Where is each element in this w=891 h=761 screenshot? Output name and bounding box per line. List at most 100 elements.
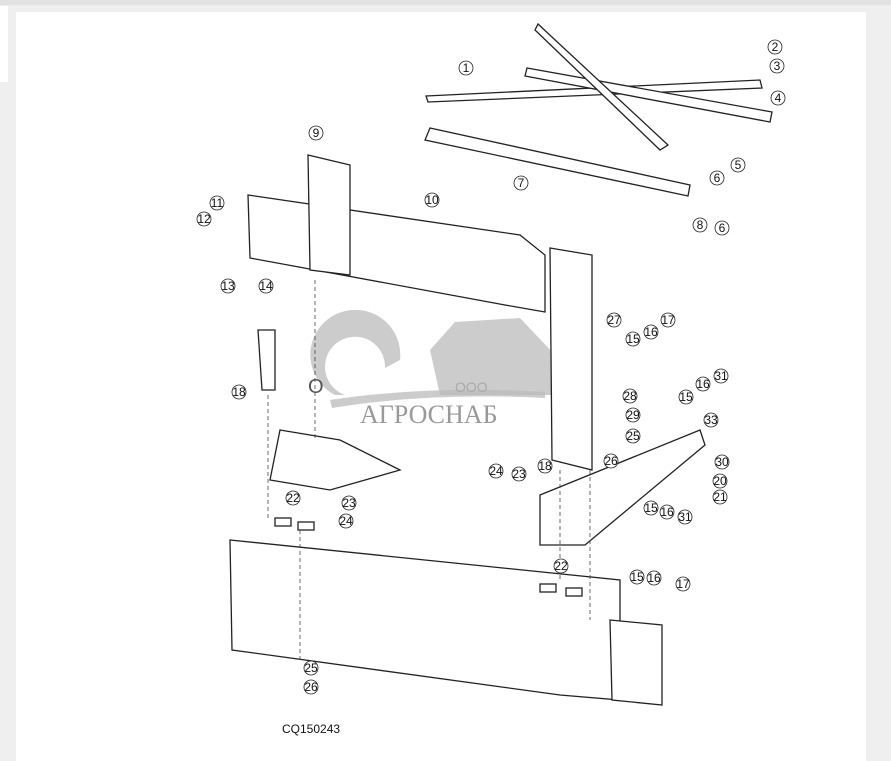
callout-label: 15 [626, 332, 640, 346]
callout-circle [769, 58, 785, 74]
callout-label: 13 [221, 279, 235, 293]
callout-label: 16 [647, 571, 661, 585]
callout-4: 4 [770, 90, 786, 106]
callout-label: 6 [714, 171, 721, 185]
callout-label: 3 [774, 59, 781, 73]
callout-5: 5 [730, 157, 746, 173]
callout-12: 12 [196, 211, 212, 227]
callout-circle [643, 500, 659, 516]
figure-code: CQ150243 [282, 722, 340, 736]
callout-circle [303, 660, 319, 676]
callout-16: 16 [659, 504, 675, 520]
callout-26: 26 [303, 679, 319, 695]
callout-label: 27 [607, 313, 621, 327]
callout-circle [767, 39, 783, 55]
callout-label: 28 [623, 389, 637, 403]
callout-label: 4 [775, 91, 782, 105]
callout-label: 25 [304, 661, 318, 675]
callout-label: 14 [259, 279, 273, 293]
callout-label: 6 [719, 221, 726, 235]
callout-label: 11 [211, 196, 224, 210]
callout-circle [713, 368, 729, 384]
callout-circle [220, 278, 236, 294]
callout-circle [231, 384, 247, 400]
callout-circle [659, 504, 675, 520]
watermark-name: АГРОСНАБ [360, 400, 498, 429]
callout-label: 25 [626, 429, 640, 443]
callout-18: 18 [231, 384, 247, 400]
callout-label: 15 [644, 501, 658, 515]
part-bracket-left [269, 429, 402, 491]
callout-15: 15 [678, 389, 694, 405]
callout-label: 9 [313, 126, 320, 140]
part-pad-22 [565, 587, 583, 597]
callout-circle [285, 490, 301, 506]
part-bar-7 [424, 127, 691, 197]
part-pad-22 [297, 521, 315, 531]
callout-8: 8 [692, 217, 708, 233]
callout-circle [692, 217, 708, 233]
callout-circle [196, 211, 212, 227]
callout-24: 24 [338, 513, 354, 529]
callout-circle [625, 407, 641, 423]
callout-label: 26 [604, 454, 618, 468]
callout-circle [622, 388, 638, 404]
callout-circle [537, 458, 553, 474]
callout-16: 16 [646, 570, 662, 586]
callout-label: 18 [232, 385, 246, 399]
callout-16: 16 [643, 324, 659, 340]
callout-circle [714, 454, 730, 470]
callout-31: 31 [677, 509, 693, 525]
callout-label: 15 [679, 390, 693, 404]
callout-circle [424, 192, 440, 208]
part-pad-22 [539, 583, 557, 593]
callout-13: 13 [220, 278, 236, 294]
callout-label: 16 [644, 325, 658, 339]
callout-label: 23 [512, 467, 526, 481]
callout-circle [703, 412, 719, 428]
watermark-letter: О [308, 376, 324, 398]
callout-22: 22 [285, 490, 301, 506]
callout-circle [338, 513, 354, 529]
callout-label: 1 [463, 61, 470, 75]
part-plate-9 [307, 154, 351, 276]
callout-circle [712, 473, 728, 489]
callout-24: 24 [488, 463, 504, 479]
watermark-logo: ООО АГРОСНАБ О [308, 309, 555, 429]
callout-label: 16 [696, 377, 710, 391]
part-mount-right [609, 619, 663, 706]
callout-15: 15 [643, 500, 659, 516]
callout-label: 24 [489, 464, 503, 478]
part-bar-4 [524, 67, 773, 123]
callout-label: 7 [518, 176, 525, 190]
callout-label: 17 [661, 313, 675, 327]
callout-26: 26 [603, 453, 619, 469]
callout-circle [712, 489, 728, 505]
part-upright-27 [549, 247, 593, 471]
callout-circle [553, 558, 569, 574]
callout-30: 30 [714, 454, 730, 470]
callout-label: 26 [304, 680, 318, 694]
callout-circle [629, 569, 645, 585]
callout-label: 31 [678, 510, 692, 524]
callout-label: 21 [713, 490, 727, 504]
callout-9: 9 [308, 125, 324, 141]
callout-label: 22 [554, 559, 568, 573]
callout-21: 21 [712, 489, 728, 505]
callout-3: 3 [769, 58, 785, 74]
callout-circle [625, 331, 641, 347]
callout-27: 27 [606, 312, 622, 328]
parts-drawing [229, 22, 773, 706]
callout-circle [488, 463, 504, 479]
callout-label: 15 [630, 570, 644, 584]
callout-circle [677, 509, 693, 525]
callout-label: 16 [660, 505, 674, 519]
callout-label: 33 [704, 413, 718, 427]
callout-circle [675, 576, 691, 592]
callout-15: 15 [629, 569, 645, 585]
callout-circle [209, 195, 225, 211]
callout-circle [660, 312, 676, 328]
callout-label: 30 [715, 455, 729, 469]
callout-18: 18 [537, 458, 553, 474]
